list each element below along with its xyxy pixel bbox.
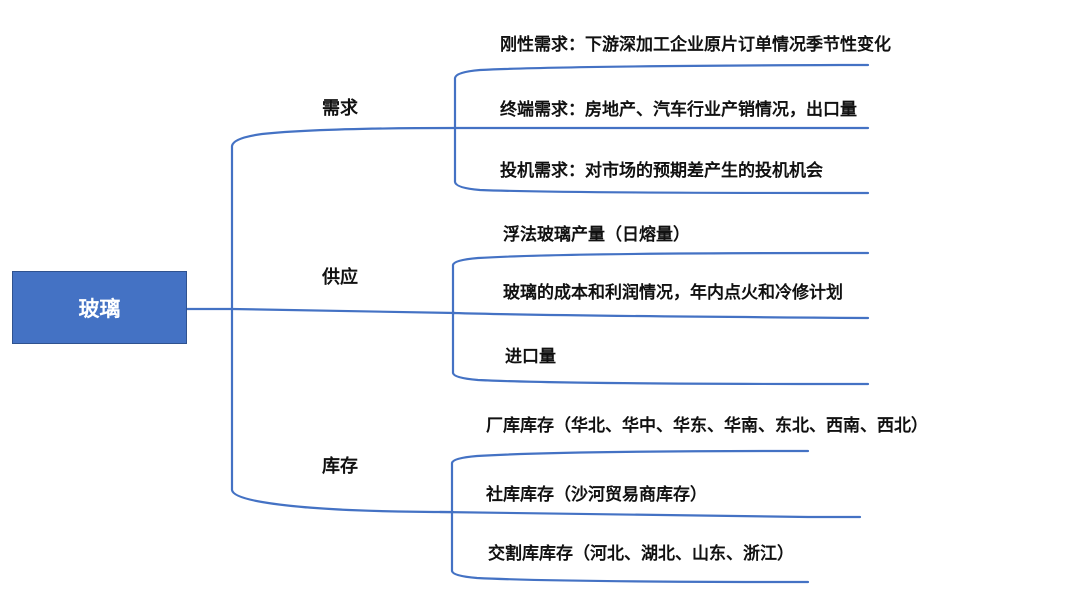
leaf-supply-imports: 进口量 <box>505 347 556 367</box>
connector-demand-3 <box>453 126 870 195</box>
connector-branch-supply <box>230 307 457 315</box>
leaf-demand-speculative: 投机需求：对市场的预期差产生的投机机会 <box>500 161 823 181</box>
connector-inventory-1 <box>450 449 810 514</box>
root-label: 玻璃 <box>78 296 121 321</box>
connector-supply-1 <box>451 251 870 315</box>
branch-label-supply: 供应 <box>322 267 358 288</box>
leaf-inventory-social: 社库库存（沙河贸易商库存） <box>486 485 707 505</box>
connector-supply-2 <box>451 311 870 320</box>
leaf-supply-output: 浮法玻璃产量（日熔量） <box>503 225 690 245</box>
leaf-inventory-delivery: 交割库库存（河北、湖北、山东、浙江） <box>488 544 794 564</box>
connector-supply-3 <box>451 311 870 386</box>
leaf-demand-terminal: 终端需求：房地产、汽车行业产销情况，出口量 <box>500 100 857 120</box>
leaf-supply-cost-profit: 玻璃的成本和利润情况，年内点火和冷修计划 <box>503 283 843 303</box>
connector-demand-1 <box>453 63 870 130</box>
connector-branch-demand <box>230 126 457 311</box>
leaf-demand-rigid: 刚性需求：下游深加工企业原片订单情况季节性变化 <box>500 35 891 55</box>
branch-label-demand: 需求 <box>322 98 358 119</box>
connector-inventory-2 <box>438 510 862 519</box>
root-node: 玻璃 <box>12 271 187 344</box>
leaf-inventory-factory: 厂库库存（华北、华中、华东、华南、东北、西南、西北） <box>486 416 928 436</box>
branch-label-inventory: 库存 <box>322 456 358 477</box>
connector-branch-inventory <box>230 307 455 514</box>
connector-inventory-3 <box>450 510 810 584</box>
